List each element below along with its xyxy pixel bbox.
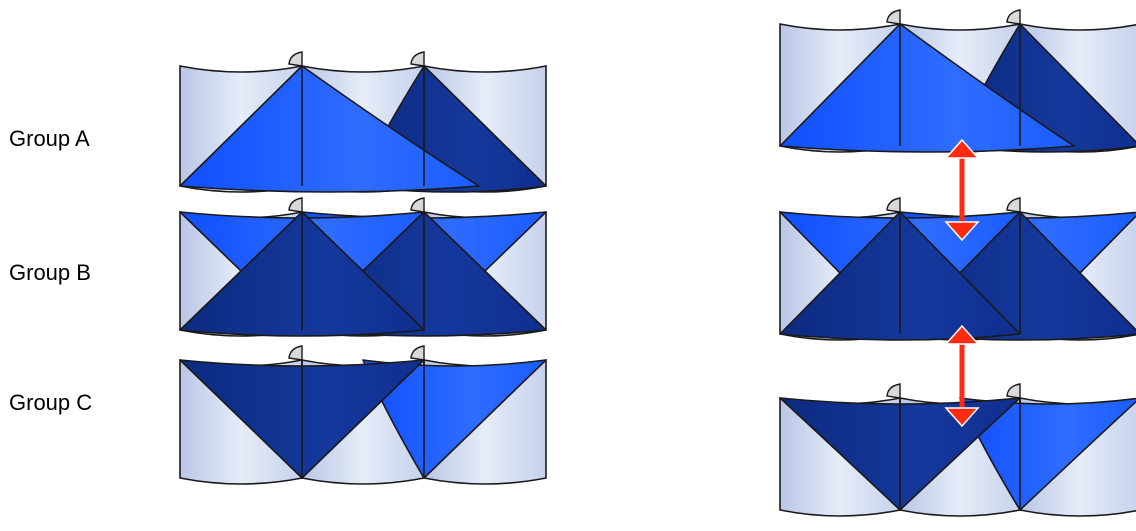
top-flap (289, 346, 302, 360)
right-group-c-strand (780, 384, 1136, 516)
group-c-strand (180, 346, 546, 484)
top-flap (411, 52, 424, 66)
top-flap (1007, 10, 1020, 24)
top-flap (887, 10, 900, 24)
right-group-a-strand (780, 10, 1136, 152)
arrow-b-c (946, 326, 978, 426)
top-flap (887, 384, 900, 398)
arrow-a-b (946, 140, 978, 240)
top-flap (411, 346, 424, 360)
top-flap (411, 198, 424, 212)
top-flap (1007, 198, 1020, 212)
group-b-strand (180, 198, 546, 336)
top-flap (289, 198, 302, 212)
right-group-b-strand (780, 198, 1136, 340)
top-flap (1007, 384, 1020, 398)
group-a-strand (180, 52, 546, 192)
top-flap (887, 198, 900, 212)
left-stack (180, 52, 546, 484)
right-stack (780, 10, 1136, 516)
top-flap (289, 52, 302, 66)
